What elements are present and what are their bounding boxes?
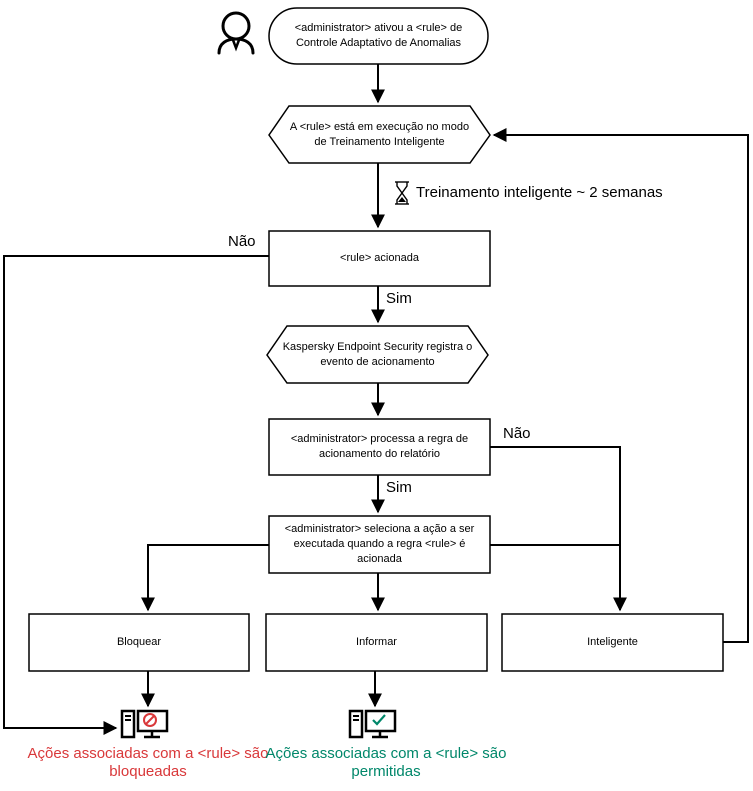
action-smart-node: Inteligente [587, 636, 638, 648]
action-inform-shape [265, 613, 488, 672]
action-block-shape [28, 613, 250, 672]
admin-processes-node-shape [268, 418, 491, 476]
admin-processes-node: <administrator> processa a regra de acio… [290, 433, 469, 460]
computer-allowed-icon [348, 709, 397, 739]
admin-selects-action-node: <administrator> seleciona a ação a ser e… [284, 523, 475, 565]
rule-triggered-node-shape [268, 230, 491, 287]
kes-logs-event-node: Kaspersky Endpoint Security registra o e… [282, 340, 473, 368]
edge-triggered-no-to-blocked [3, 255, 269, 735]
hourglass-icon [395, 181, 409, 205]
edge-selects-to-block [141, 544, 269, 612]
processes-yes-label: Sim [386, 479, 412, 496]
computer-blocked-icon [120, 709, 169, 739]
blocked-outcome-text: Ações associadas com a <rule> são bloque… [27, 745, 269, 780]
kes-logs-node-shape [266, 325, 489, 384]
action-block-node: Bloquear [116, 636, 162, 648]
edge-smart-back-to-training [492, 128, 749, 643]
rule-triggered-node: <rule> acionada [340, 252, 419, 264]
edge-processes-no-to-smart [490, 446, 627, 612]
admin-selects-node-shape [268, 515, 491, 574]
allowed-outcome-text: Ações associadas com a <rule> são permit… [265, 745, 507, 780]
smart-training-node-shape [268, 105, 491, 164]
smart-training-node: A <rule> está em execução no modo de Tre… [289, 120, 470, 148]
administrator-icon [217, 11, 255, 55]
triggered-no-label: Não [228, 233, 256, 250]
start-node: <administrator> ativou a <rule> de Contr… [294, 22, 463, 49]
action-smart-shape [501, 613, 724, 672]
training-duration-label: Treinamento inteligente ~ 2 semanas [416, 184, 663, 201]
action-inform-node: Informar [356, 636, 397, 648]
processes-no-label: Não [503, 425, 531, 442]
triggered-yes-label: Sim [386, 290, 412, 307]
